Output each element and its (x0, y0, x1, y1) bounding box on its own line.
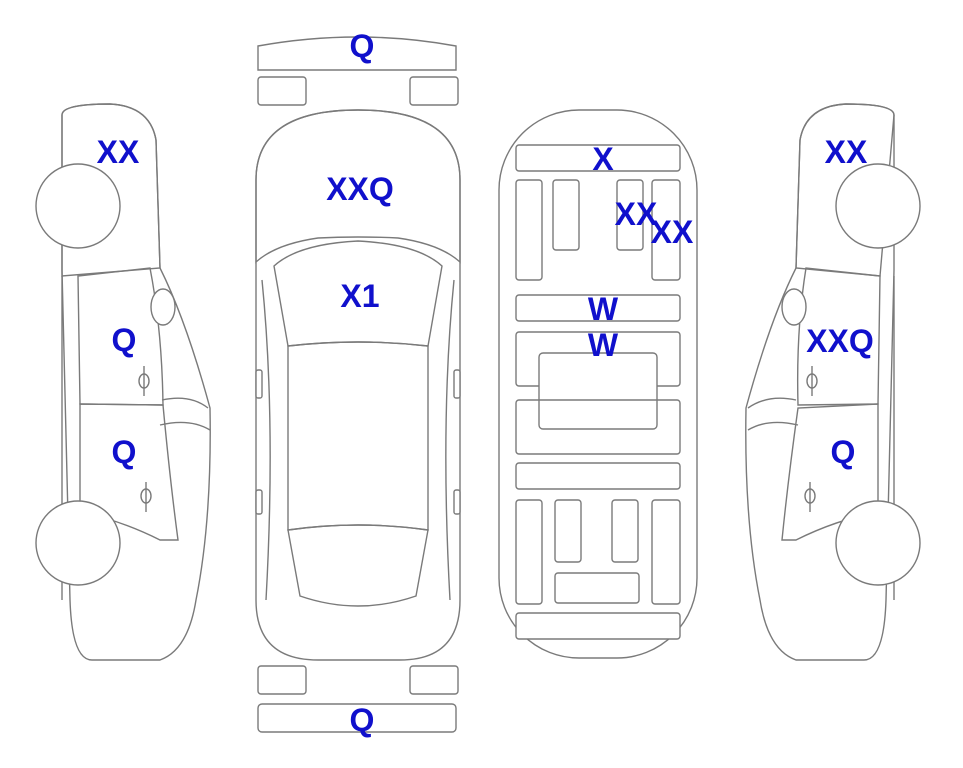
right-front-wheel (835, 163, 921, 249)
rear-light-left (257, 665, 307, 695)
right-front-fender[interactable] (795, 103, 895, 277)
right-window-line-2 (747, 421, 799, 431)
label-roof-panel-1: XX (615, 196, 658, 232)
label-right-rear-door: Q (831, 434, 856, 470)
label-left-rear-door: Q (112, 434, 137, 470)
right-handle-front-knob-icon (806, 373, 818, 389)
front-bumper-group: Q (257, 28, 459, 106)
left-window-line (161, 397, 209, 409)
interior-bench (515, 399, 681, 455)
label-roof-front: X (592, 141, 614, 177)
right-rear-wheel (835, 500, 921, 586)
roof-front-panel[interactable] (515, 144, 681, 172)
roof-panel-2[interactable] (651, 179, 681, 281)
label-roof-panel-2: XX (651, 214, 694, 250)
trunk-small (554, 572, 640, 604)
seat-inner-left (552, 179, 580, 251)
top-car-rear-window (287, 524, 429, 607)
top-car-right-edge (445, 279, 455, 601)
front-light-right (409, 76, 459, 106)
rear-seat-1 (515, 499, 543, 605)
label-rear-bumper: Q (350, 702, 375, 738)
console-box (538, 352, 658, 430)
interior-strip (515, 462, 681, 490)
rear-bumper-group: Q (257, 665, 459, 738)
left-handle-rear-knob-icon (140, 488, 152, 504)
right-mirror (453, 369, 461, 399)
top-car-left-edge (261, 279, 271, 601)
trunk-large (515, 612, 681, 640)
left-window-line-2 (159, 421, 211, 431)
label-hood: XXQ (326, 171, 394, 207)
rear-light-right (409, 665, 459, 695)
label-roof-rear-1: W (588, 291, 619, 327)
right-handle (453, 489, 461, 515)
left-handle-front-knob-icon (138, 373, 150, 389)
right-front-door[interactable] (796, 267, 881, 406)
rear-bumper-panel[interactable] (257, 703, 457, 733)
right-handle-rear-knob-icon (804, 488, 816, 504)
label-roof-rear-2: W (588, 327, 619, 363)
roof-rear-panel-1[interactable] (515, 294, 681, 322)
label-front-bumper: Q (350, 28, 375, 64)
left-mirror-icon (150, 288, 176, 326)
rear-seat-4 (651, 499, 681, 605)
left-handle (255, 489, 263, 515)
rear-seat-3 (611, 499, 639, 563)
hood-panel[interactable] (255, 109, 461, 264)
label-windshield: X1 (340, 278, 379, 314)
right-mirror-icon (781, 288, 807, 326)
left-front-fender[interactable] (61, 103, 161, 277)
interior-view: X XX XX W W (498, 109, 698, 659)
label-right-front-fender: XX (825, 134, 868, 170)
right-window-line (747, 397, 797, 409)
left-rear-wheel (35, 500, 121, 586)
seat-outer-left (515, 179, 543, 281)
roof-panel-1[interactable] (616, 179, 644, 251)
left-front-wheel (35, 163, 121, 249)
label-left-front-door: Q (112, 322, 137, 358)
front-light-left (257, 76, 307, 106)
top-view-car: XXQ X1 (255, 109, 461, 661)
left-mirror (255, 369, 263, 399)
left-side-view: XX Q Q (35, 103, 211, 661)
label-left-front-fender: XX (97, 134, 140, 170)
right-side-view: XX XXQ Q (745, 103, 921, 661)
label-right-front-door: XXQ (806, 323, 874, 359)
front-bumper-panel[interactable] (257, 36, 457, 71)
rear-seat-2 (554, 499, 582, 563)
